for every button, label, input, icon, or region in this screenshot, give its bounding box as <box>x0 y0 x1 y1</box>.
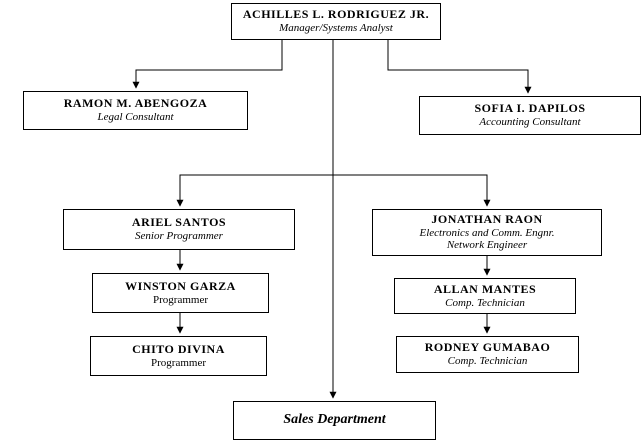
node-name: WINSTON GARZA <box>125 278 236 293</box>
connector-manager-legal <box>132 40 283 89</box>
node-senior-programmer: ARIEL SANTOS Senior Programmer <box>63 209 295 250</box>
node-technician-allan: ALLAN MANTES Comp. Technician <box>394 278 576 314</box>
connector-branch-left <box>176 174 333 207</box>
node-accounting-consultant: SOFIA I. DAPILOS Accounting Consultant <box>419 96 641 135</box>
node-technician-rodney: RODNEY GUMABAO Comp. Technician <box>396 336 579 373</box>
node-role: Programmer <box>151 356 206 369</box>
node-role-line2: Network Engineer <box>446 239 528 252</box>
node-sales-department: Sales Department <box>233 401 436 440</box>
node-label: Sales Department <box>283 412 386 428</box>
node-role: Legal Consultant <box>97 111 174 124</box>
node-role-line1: Electronics and Comm. Engnr. <box>419 226 555 239</box>
node-role: Comp. Technician <box>447 355 528 368</box>
node-role: Accounting Consultant <box>479 116 581 129</box>
node-name: CHITO DIVINA <box>132 341 225 356</box>
node-name: RODNEY GUMABAO <box>424 340 551 355</box>
node-name: ALLAN MANTES <box>433 281 537 296</box>
node-legal-consultant: RAMON M. ABENGOZA Legal Consultant <box>23 91 248 130</box>
node-name: SOFIA I. DAPILOS <box>474 101 586 116</box>
node-name: ACHILLES L. RODRIGUEZ JR. <box>242 7 430 22</box>
node-programmer-chito: CHITO DIVINA Programmer <box>90 336 267 376</box>
connector-manager-accounting <box>387 40 532 94</box>
node-name: JONATHAN RAON <box>431 211 543 226</box>
node-programmer-winston: WINSTON GARZA Programmer <box>92 273 269 313</box>
node-network-engineer: JONATHAN RAON Electronics and Comm. Engn… <box>372 209 602 256</box>
node-name: RAMON M. ABENGOZA <box>63 96 208 111</box>
node-role: Comp. Technician <box>445 296 525 309</box>
connector-branch-right <box>333 174 491 207</box>
node-name: ARIEL SANTOS <box>131 215 227 230</box>
node-manager: ACHILLES L. RODRIGUEZ JR. Manager/System… <box>231 3 441 40</box>
node-role: Programmer <box>153 293 208 306</box>
node-role: Senior Programmer <box>135 230 223 243</box>
node-role: Manager/Systems Analyst <box>279 22 393 35</box>
